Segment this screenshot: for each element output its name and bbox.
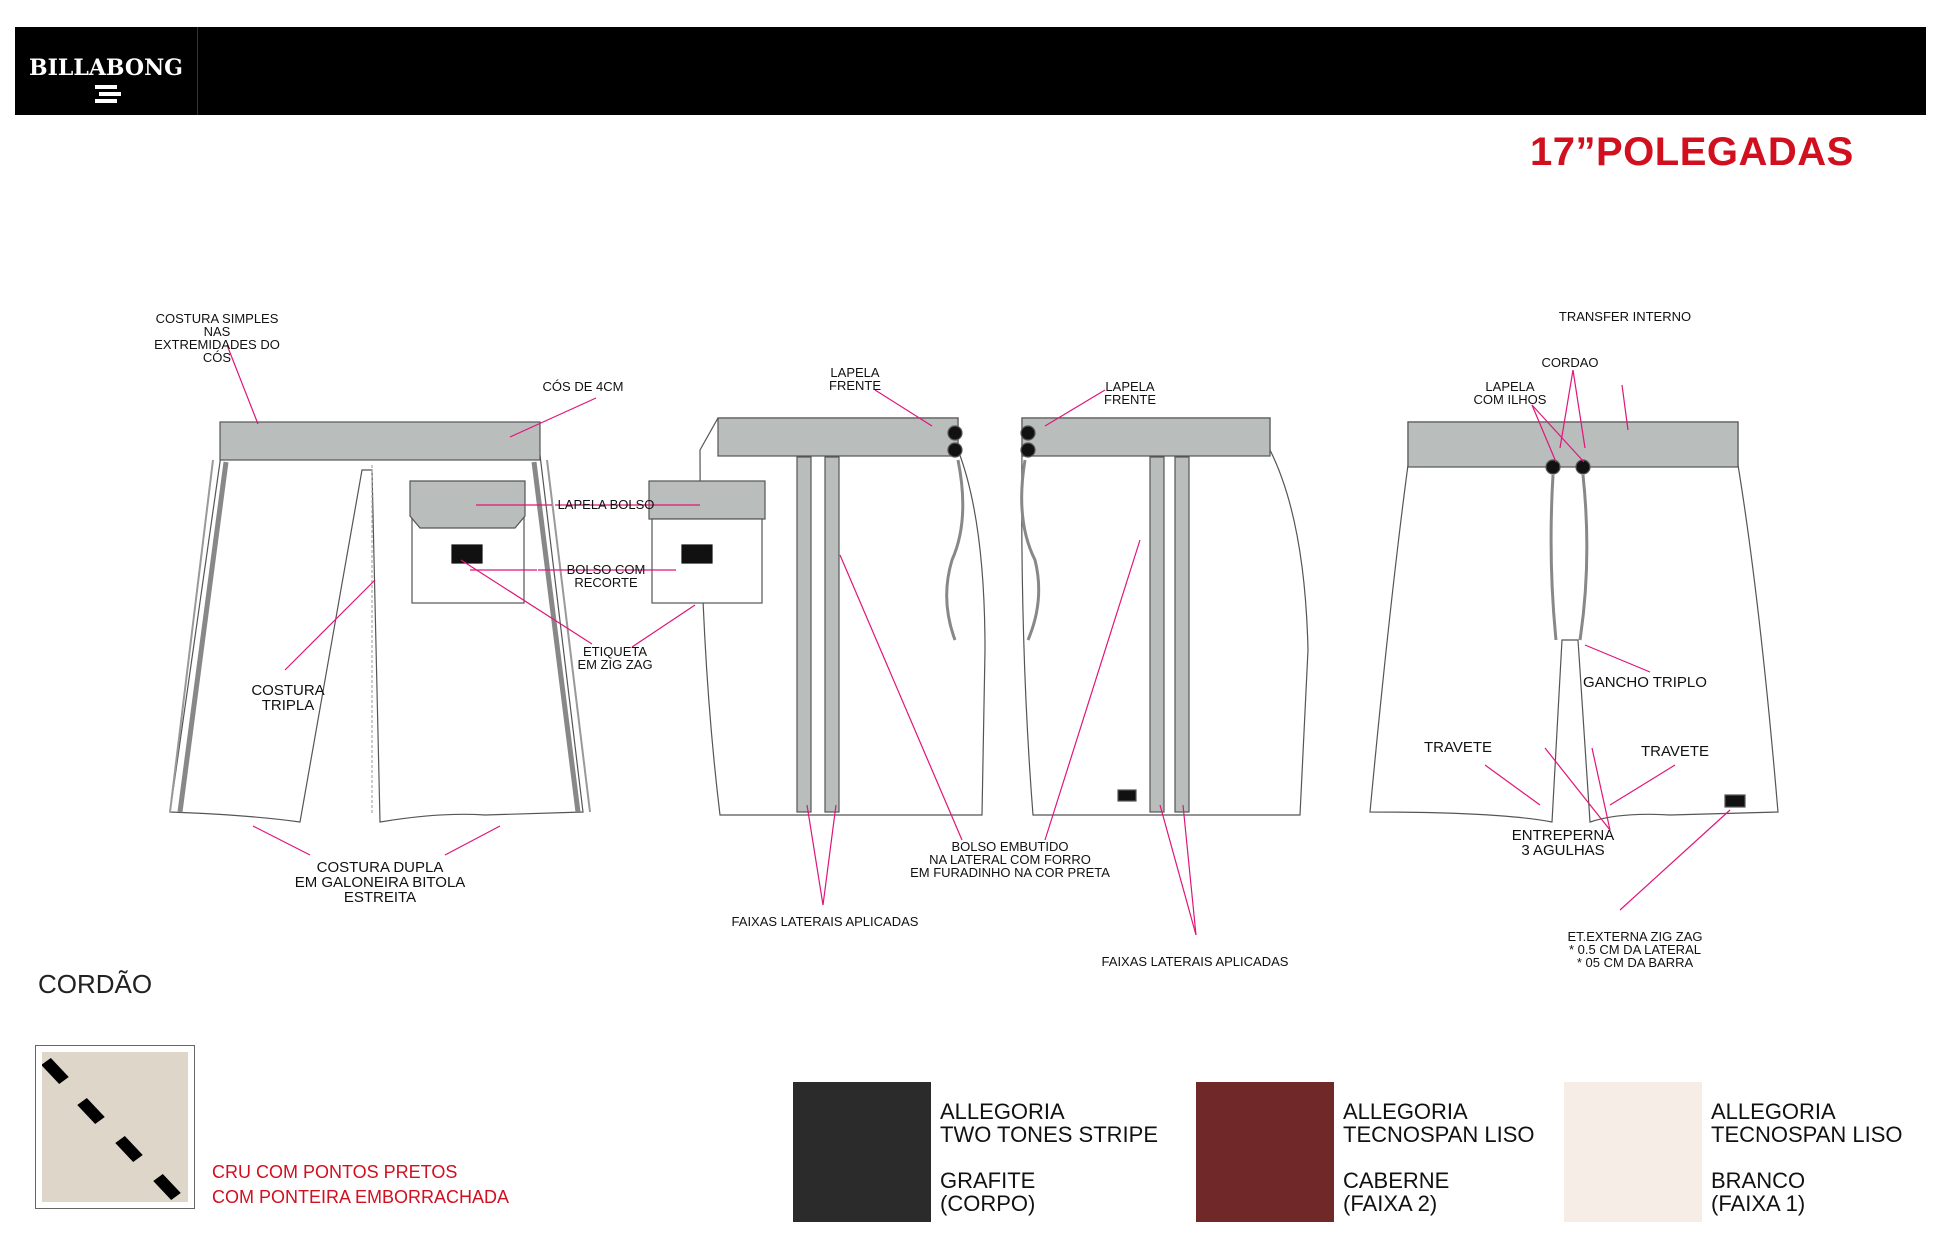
fabric-swatch-caberne [1196,1082,1334,1222]
label-lapela-frente-1: LAPELA FRENTE [829,365,881,393]
label-costura-dupla: COSTURA DUPLA EM GALONEIRA BITOLA ESTREI… [294,859,466,906]
cord-description: CRU COM PONTOS PRETOS COM PONTEIRA EMBOR… [212,1162,510,1207]
label-costura-simples: COSTURA SIMPLES NAS EXTREMIDADES DO CÓS [154,311,280,365]
label-faixas-2: FAIXAS LATERAIS APLICADAS [1101,954,1289,969]
fabric-text-branco: ALLEGORIA TECNOSPAN LISO BRANCO (FAIXA 1… [1711,1099,1903,1216]
shorts-front-view [1369,421,1779,823]
label-et-externa: ET.EXTERNA ZIG ZAG * 0.5 CM DA LATERAL *… [1567,929,1703,970]
label-entreperna: ENTREPERNA 3 AGULHAS [1511,827,1615,859]
label-travete-2: TRAVETE [1640,743,1710,760]
page-title: 17”POLEGADAS [1530,130,1854,174]
label-lapela-bolso: LAPELA BOLSO [557,497,655,512]
label-travete-1: TRAVETE [1423,739,1493,756]
cord-dot [42,1057,69,1085]
cord-swatch-fill [42,1052,188,1202]
brand-logo: BILLABONG [15,27,198,115]
label-cos: CÓS DE 4CM [542,379,624,394]
header-bar: BILLABONG [15,27,1926,115]
callout-lines [226,344,1731,936]
fabric-text-caberne: ALLEGORIA TECNOSPAN LISO CABERNE (FAIXA … [1343,1099,1535,1216]
label-lapela-ilhos: LAPELA COM ILHOS [1473,379,1547,407]
brand-logo-text: BILLABONG [29,55,183,81]
label-gancho: GANCHO TRIPLO [1583,674,1707,691]
shorts-back-view [169,421,591,823]
fabric-text-grafite: ALLEGORIA TWO TONES STRIPE GRAFITE (CORP… [940,1099,1158,1216]
shorts-side-view-right [1020,417,1309,816]
label-bolso-embutido: BOLSO EMBUTIDO NA LATERAL COM FORRO EM F… [910,839,1110,880]
label-faixas-1: FAIXAS LATERAIS APLICADAS [731,914,919,929]
fabric-swatch-grafite [793,1082,931,1222]
label-etiqueta: ETIQUETA EM ZIG ZAG [577,644,653,672]
cord-section-title: CORDÃO [38,969,153,999]
shorts-side-view-left [648,417,986,816]
label-costura-tripla: COSTURA TRIPLA [251,682,325,714]
label-bolso-recorte: BOLSO COM RECORTE [566,562,646,590]
brand-logo-graphic: BILLABONG [29,55,183,103]
fabric-swatch-branco [1564,1082,1702,1222]
label-transfer: TRANSFER INTERNO [1558,309,1692,324]
cord-dot [153,1173,181,1201]
label-cordao: CORDAO [1541,355,1599,370]
cord-dot [77,1097,105,1125]
label-lapela-frente-2: LAPELA FRENTE [1104,379,1156,407]
cord-swatch [35,1045,195,1209]
cord-dot [115,1135,143,1163]
